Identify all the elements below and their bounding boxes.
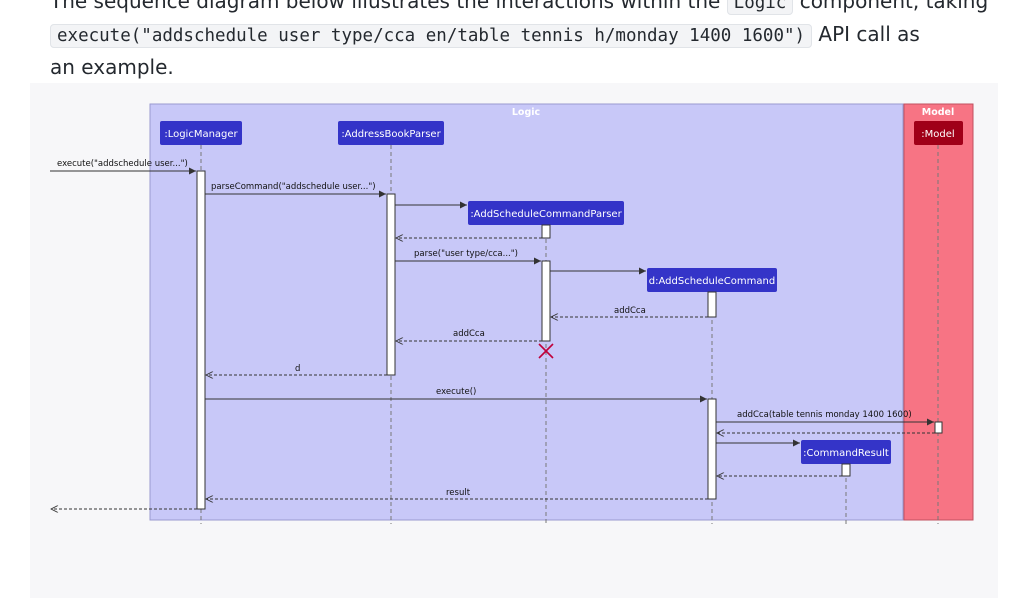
activation-result: [841, 463, 851, 477]
participant-label: :CommandResult: [803, 448, 889, 459]
inline-code-execute: execute("addschedule user type/cca en/ta…: [50, 24, 813, 48]
participant-label: :AddressBookParser: [341, 129, 441, 140]
participant-address-book-parser: :AddressBookParser: [338, 121, 444, 145]
participant-label: :Model: [921, 129, 954, 140]
label-addcca-model: addCca(table tennis monday 1400 1600): [737, 410, 912, 420]
prose-line-2: execute("addschedule user type/cca en/ta…: [50, 19, 980, 52]
participant-model: :Model: [914, 121, 963, 145]
prose: The sequence diagram below illustrates t…: [50, 0, 988, 83]
label-d: d: [295, 364, 300, 374]
label-addcca-1: addCca: [614, 306, 646, 316]
participant-label: :LogicManager: [164, 129, 238, 140]
label-addcca-2: addCca: [453, 329, 485, 339]
participant-logic-manager: :LogicManager: [160, 121, 242, 145]
prose-line-3: an example.: [50, 55, 174, 79]
participant-add-schedule-command: d:AddScheduleCommand: [647, 268, 777, 292]
label-parse: parse("user type/cca..."): [414, 249, 518, 259]
activation-logic-manager: [196, 170, 206, 510]
activation-cmd-parser-2: [541, 260, 551, 342]
label-execute: execute(): [436, 387, 476, 397]
prose-text: API call as: [818, 22, 920, 46]
participant-command-result: :CommandResult: [801, 440, 891, 464]
prose-text: The sequence diagram below illustrates t…: [50, 0, 721, 13]
activation-model: [934, 421, 943, 434]
participant-label: d:AddScheduleCommand: [649, 276, 775, 287]
model-box-title: Model: [922, 107, 954, 118]
label-result: result: [446, 488, 471, 498]
activation-cmd-parser-1: [541, 224, 551, 239]
label-execute-call: execute("addschedule user..."): [57, 159, 188, 169]
prose-line-1: The sequence diagram below illustrates t…: [50, 0, 988, 19]
activation-parser: [386, 193, 396, 376]
activation-command-1: [707, 291, 717, 318]
logic-box-title: Logic: [512, 107, 540, 118]
participant-label: :AddScheduleCommandParser: [470, 209, 622, 220]
destroy-icon: [538, 343, 554, 359]
inline-code-logic: Logic: [726, 0, 794, 15]
activation-command-2: [707, 398, 717, 500]
participant-add-schedule-command-parser: :AddScheduleCommandParser: [468, 201, 624, 225]
logic-box: [149, 103, 904, 521]
prose-text: component, taking: [799, 0, 989, 13]
label-parse-command: parseCommand("addschedule user..."): [211, 182, 376, 192]
